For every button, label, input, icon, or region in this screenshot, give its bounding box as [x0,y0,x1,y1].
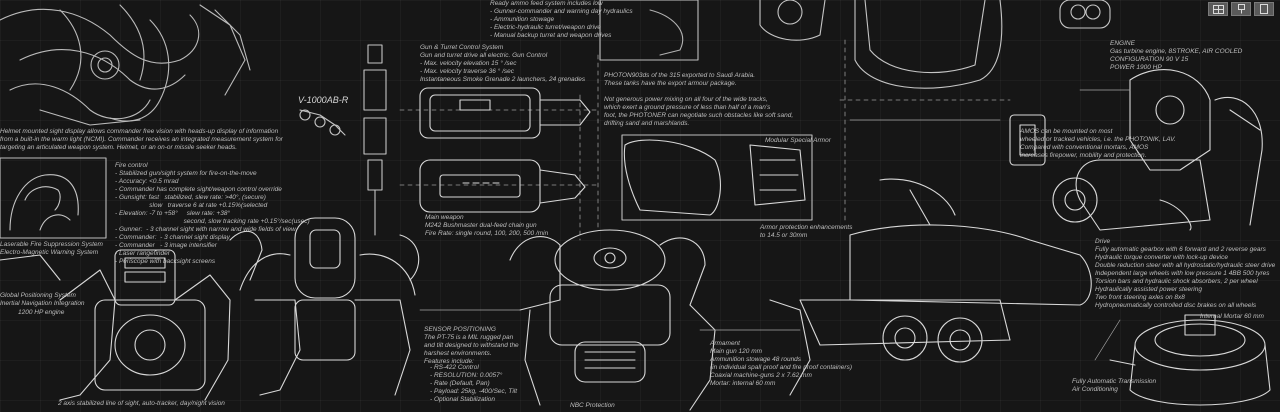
turret-bottom-right-drawing [1109,314,1271,406]
sensor-positioning-note: SENSOR POSITIONING The PT-75 is a MIL ru… [424,326,519,365]
armor-panel-drawing [621,134,813,221]
modular-armor-note: Modular Special Armor [765,137,831,144]
model-label: V-1000AB-R [298,95,349,105]
mech-front-left-drawing [0,230,263,401]
grid-view-button[interactable] [1208,2,1228,16]
amos-note: AMOS can be mounted on most wheeled or t… [1020,128,1176,159]
global-positioning-note: Global Positioning System Inertial Navig… [0,292,85,307]
mortar-note: Internal Mortar 60 mm [1200,313,1264,320]
mech-front-center-left-drawing [239,217,420,396]
pin-button[interactable] [1231,2,1251,16]
turret-side-diagram [419,87,591,213]
helmet-display-note: Helmet mounted sight display allows comm… [0,128,283,151]
mech-arm-drawing [0,4,251,126]
vehicle-side-drawing [769,178,1092,396]
drive-note: Drive Fully automatic gearbox with 6 for… [1095,238,1276,309]
mech-leg-right-drawing [1009,69,1263,231]
hp-engine-note: 1200 HP engine [18,309,65,316]
engine-note: ENGINE Gas turbine engine, 8STROKE, AIR … [1110,40,1243,71]
sensor-features-note: - RS-422 Control - RESOLUTION: 0.0057° -… [430,364,518,403]
page-button[interactable] [1254,2,1274,16]
grid-icon [1212,4,1224,14]
nbc-note: NBC Protection [570,402,615,409]
page-icon [1260,4,1268,14]
turret-front-drawing [759,0,1111,89]
armament-note: Armament Main gun 120 mm Ammunition stow… [710,340,852,387]
frame-box-top [599,0,699,61]
gun-turret-note: Gun & Turret Control System Gun and turr… [420,44,586,83]
photon-note: PHOTON903ds of the 315 exported to Saudi… [604,72,756,87]
main-weapon-note: Main weapon M242 Bushmaster dual-feed ch… [425,214,549,237]
laser-warning-note: Laserable Fire Suppression System Electr… [0,241,103,256]
pin-icon [1237,4,1245,14]
armor-enhancements-note: Armor protection enhancements to 14.5 or… [760,224,853,239]
helmet-portrait-frame [0,157,107,239]
auto-drives-note: Ready ammo feed system includes low - Gu… [490,0,633,39]
mech-front-center-drawing [509,229,716,411]
view-toolbar [1208,2,1274,16]
ground-pressure-note: Not generous power mixing on all four of… [604,96,794,127]
fire-control-note: Fire control - Stabilized gun/sight syst… [115,162,310,265]
robot-spine-drawing [299,44,387,236]
transmission-note: Fully Automatic Transmission Air Conditi… [1072,378,1157,393]
stabilised-sight-note: 2 axis stabilized line of sight, auto-tr… [58,400,225,407]
helmet-drawing [9,174,79,231]
